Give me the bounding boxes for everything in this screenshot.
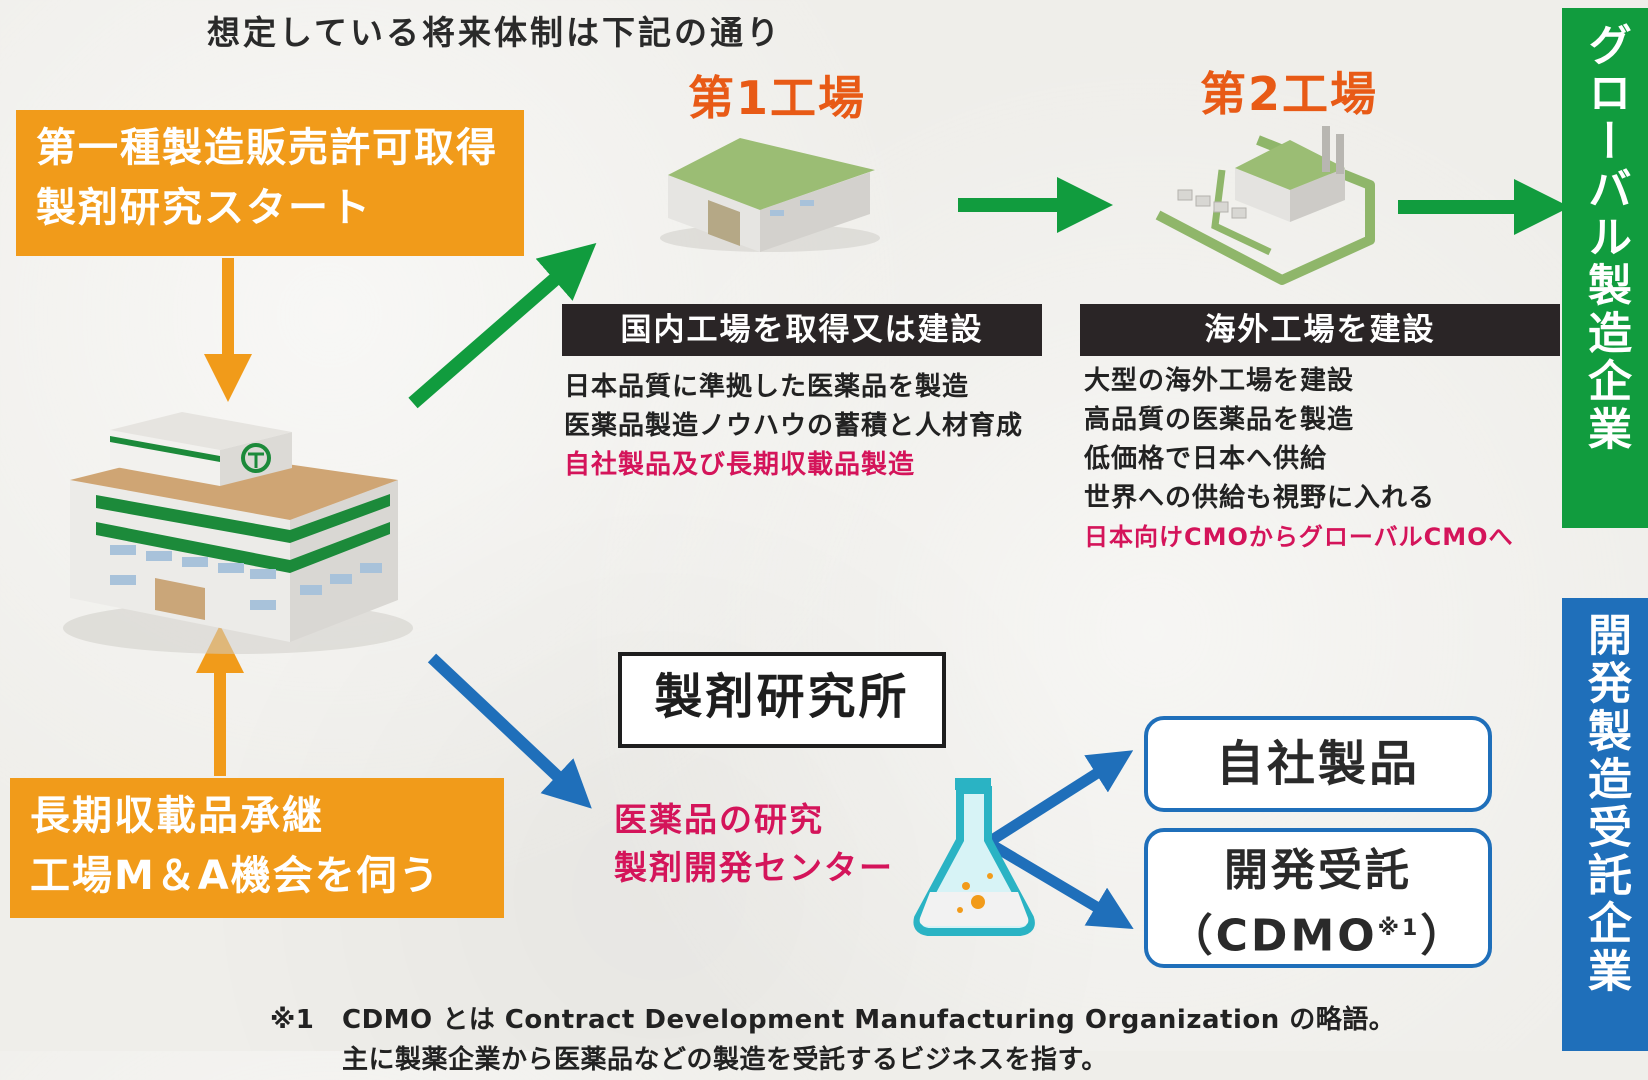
cdmo-footnote-mark: ※1 [1377, 916, 1421, 941]
factory1-building-icon [660, 138, 880, 252]
cdmo-box-line2-suffix: ） [1420, 910, 1468, 962]
cdmo-box: 開発受託 （CDMO※1） [1144, 828, 1492, 968]
global-manufacturer-band: グローバル製造企業 [1562, 8, 1648, 528]
cdmo-box-line2-prefix: （CDMO [1168, 910, 1378, 962]
license-box-line2: 製剤研究スタート [36, 185, 372, 231]
lab-subtitle-line1: 医薬品の研究 [614, 800, 824, 839]
cdmo-box-line2: （CDMO※1） [1148, 900, 1488, 966]
lab-subtitle-line2: 製剤開発センター [614, 848, 894, 887]
factory1-title: 第1工場 [688, 71, 867, 125]
cdmo-box-line1: 開発受託 [1224, 845, 1412, 896]
arrow-hq-to-factory1 [408, 242, 597, 409]
factory1-line-1: 日本品質に準拠した医薬品を製造 [564, 372, 970, 402]
lab-title: 製剤研究所 [618, 652, 946, 748]
arrow-flask-to-cdmo [989, 840, 1134, 930]
flask-icon [913, 778, 1035, 936]
lab-subtitle: 医薬品の研究 製剤開発センター [614, 796, 894, 892]
factory1-line-2: 医薬品製造ノウハウの蓄積と人材育成 [564, 411, 1024, 441]
intro-text: 想定している将来体制は下記の通り [207, 13, 783, 52]
factory1-band: 国内工場を取得又は建設 [562, 304, 1042, 356]
succession-box-line1: 長期収載品承継 [30, 793, 324, 839]
arrow-hq-to-lab [427, 653, 592, 809]
footnote-mark: ※1 [270, 1005, 315, 1035]
headquarters-building-icon [63, 412, 413, 654]
footnote-line1: CDMO とは Contract Development Manufacturi… [342, 1005, 1396, 1035]
factory2-band: 海外工場を建設 [1080, 304, 1560, 356]
arrow-flask-to-own [989, 750, 1134, 845]
succession-box-line2: 工場M＆A機会を伺う [30, 853, 441, 899]
factory2-description: 大型の海外工場を建設 高品質の医薬品を製造 低価格で日本へ供給 世界への供給も視… [1084, 362, 1579, 557]
factory2-line-3: 低価格で日本へ供給 [1084, 444, 1328, 474]
factory2-complex-icon [1155, 126, 1375, 285]
footnote: ※1 CDMO とは Contract Development Manufactu… [270, 1000, 1395, 1080]
own-products-box: 自社製品 [1144, 716, 1492, 812]
factory1-highlight: 自社製品及び長期収載品製造 [564, 450, 916, 480]
footnote-line2: 主に製薬企業から医薬品などの製造を受託するビジネスを指す。 [342, 1045, 1108, 1075]
license-box: 第一種製造販売許可取得 製剤研究スタート [16, 110, 524, 256]
factory2-line-1: 大型の海外工場を建設 [1084, 366, 1355, 396]
factory2-line-4: 世界への供給も視野に入れる [1084, 483, 1436, 513]
diagram-graphics [63, 126, 1570, 936]
factory2-highlight: 日本向けCMOからグローバルCMOへ [1084, 523, 1514, 551]
license-box-line1: 第一種製造販売許可取得 [36, 125, 498, 171]
cdmo-company-band: 開発製造受託企業 [1562, 598, 1648, 1051]
factory2-line-2: 高品質の医薬品を製造 [1084, 405, 1355, 435]
succession-box: 長期収載品承継 工場M＆A機会を伺う [10, 778, 504, 918]
factory2-title: 第2工場 [1200, 67, 1379, 121]
factory1-description: 日本品質に準拠した医薬品を製造 医薬品製造ノウハウの蓄積と人材育成 自社製品及び… [564, 368, 1069, 485]
